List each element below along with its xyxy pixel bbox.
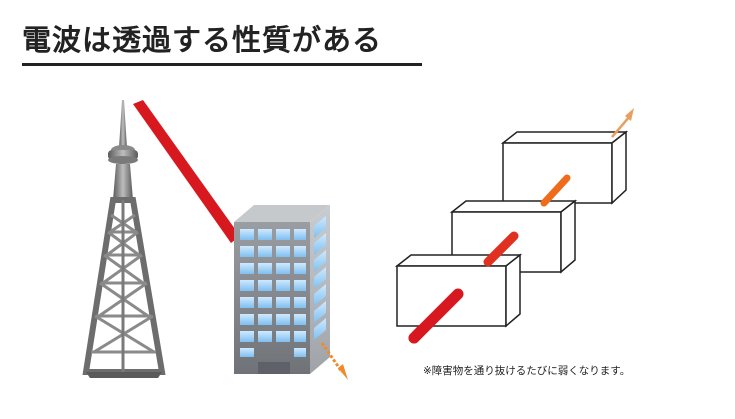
arrow-icon bbox=[338, 364, 348, 380]
faint-wave-arrow bbox=[611, 108, 634, 138]
caption-note: ※障害物を通り抜けるたびに弱くなります。 bbox=[423, 365, 631, 377]
office-building-icon bbox=[234, 205, 330, 374]
radio-tower-icon bbox=[82, 100, 166, 378]
page-title: 電波は透過する性質がある bbox=[22, 23, 383, 57]
wall-block-icon bbox=[500, 130, 629, 205]
building-entrance bbox=[258, 362, 290, 374]
weak-wave-arrow bbox=[320, 342, 348, 380]
radio-wave-beam bbox=[133, 100, 240, 243]
title-underline bbox=[22, 63, 422, 66]
arrow-icon bbox=[625, 108, 634, 121]
